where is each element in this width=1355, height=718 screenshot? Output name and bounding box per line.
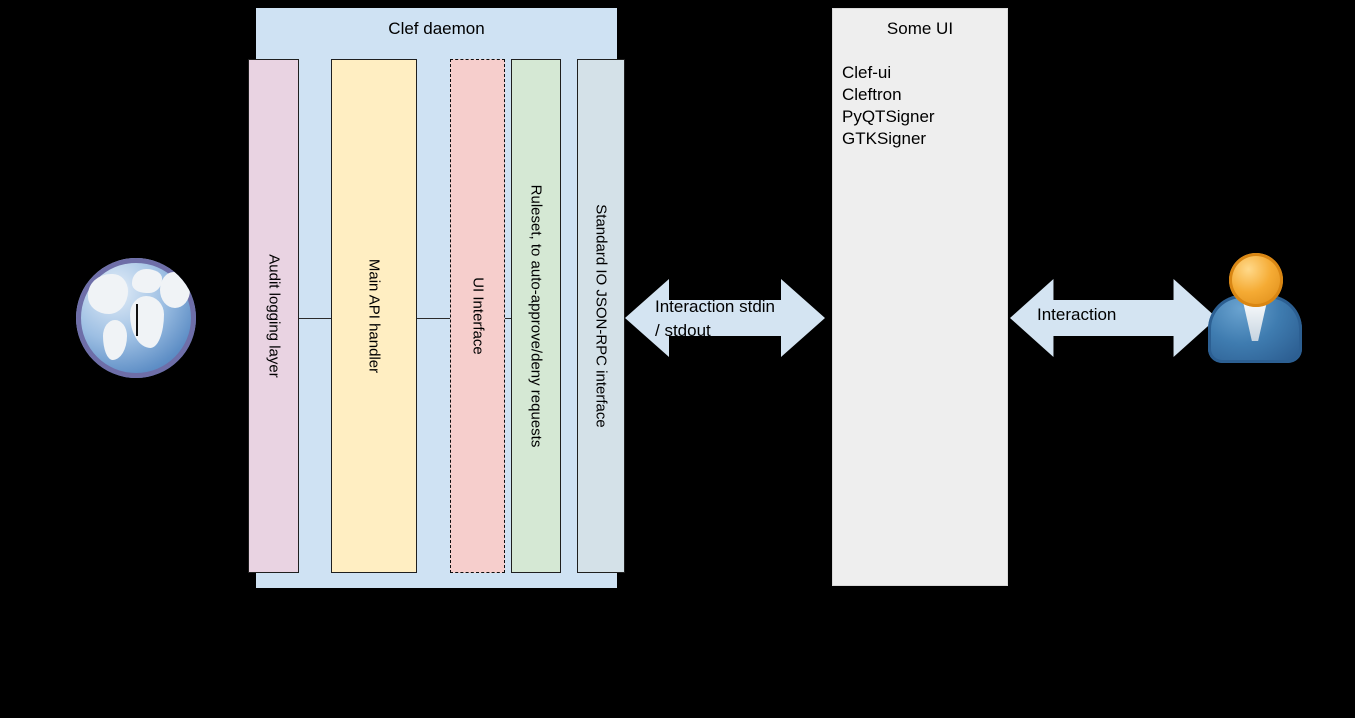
lane-connector-api-ui — [416, 318, 451, 319]
lane-standard-io-jsonrpc: Standard IO JSON-RPC interface — [577, 59, 625, 573]
lane-label-audit: Audit logging layer — [265, 254, 282, 378]
list-item: GTKSigner — [842, 129, 927, 148]
lane-label-ruleset: Ruleset, to auto-approve/deny requests — [527, 184, 545, 448]
lane-label-stdio: Standard IO JSON-RPC interface — [592, 204, 610, 428]
some-ui-implementation-list: Clef-ui Cleftron PyQTSigner GTKSigner — [842, 62, 1002, 150]
lane-label-api: Main API handler — [365, 258, 383, 374]
list-item: Cleftron — [842, 85, 902, 104]
globe-landmass-south-america — [103, 320, 127, 360]
globe-landmass-north-america — [88, 274, 128, 314]
clef-daemon-box — [256, 8, 617, 588]
user-avatar-icon — [1208, 253, 1302, 363]
globe-icon — [76, 258, 196, 378]
some-ui-box — [832, 8, 1008, 586]
list-item: Clef-ui — [842, 63, 892, 82]
arrow-label-ui-to-user: Interaction — [1037, 305, 1117, 324]
lane-connector-audit-api — [298, 318, 332, 319]
lane-main-api-handler: Main API handler — [331, 59, 417, 573]
lane-ruleset: Ruleset, to auto-approve/deny requests — [511, 59, 561, 573]
globe-landmass-asia — [160, 272, 190, 308]
lane-ui-interface: UI Interface — [450, 59, 505, 573]
globe-pin-marker — [136, 304, 138, 336]
globe-landmass-europe — [132, 269, 162, 293]
lane-audit-logging-layer: Audit logging layer — [248, 59, 299, 573]
clef-daemon-title: Clef daemon — [388, 19, 485, 38]
some-ui-title: Some UI — [886, 19, 954, 38]
user-avatar-head — [1229, 253, 1283, 307]
list-item: PyQTSigner — [842, 107, 935, 126]
lane-connector-ui-ruleset — [504, 318, 512, 319]
lane-label-ui: UI Interface — [469, 277, 486, 355]
arrow-label-daemon-to-ui: Interaction stdin / stdout — [655, 297, 776, 340]
